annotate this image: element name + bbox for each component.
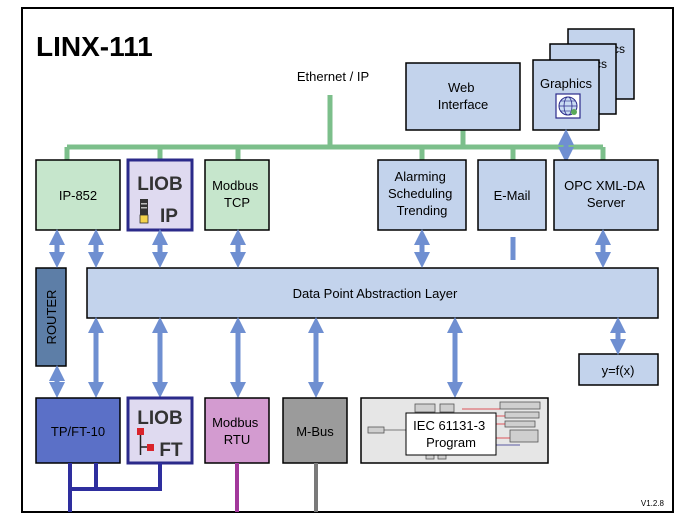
page-title: LINX-111 <box>36 31 153 62</box>
web-label-line2: Interface <box>438 97 489 112</box>
ethernet-bus <box>64 95 606 160</box>
modbus-tcp-label: Modbus TCP <box>212 178 262 210</box>
connection-arrows <box>48 228 627 399</box>
alarming-box <box>377 159 467 231</box>
tpft10-label: TP/FT-10 <box>51 424 105 439</box>
bottom-modules: TP/FT-10 LIOB FT Modbus RTU M-Bus <box>35 396 549 465</box>
ip852-box <box>35 159 121 231</box>
opc-server-label: OPC XML-DA Server <box>564 178 648 210</box>
opc-line2: Server <box>587 195 626 210</box>
modbus-tcp-line1: Modbus <box>212 178 259 193</box>
iec-label-box <box>405 412 497 456</box>
modbus-rtu-box <box>204 397 270 464</box>
formula-box <box>578 353 659 386</box>
mbus-label: M-Bus <box>296 424 334 439</box>
web-interface-box <box>405 62 521 131</box>
liob-ip-box <box>126 158 194 232</box>
liob-ft-suffix: FT <box>159 440 183 461</box>
modbus-tcp-line2: TCP <box>224 195 250 210</box>
abstraction-layer-label: Data Point Abstraction Layer <box>293 286 458 301</box>
alarming-line1: Alarming <box>395 169 446 184</box>
email-label: E-Mail <box>494 188 531 203</box>
liob-ip-brand: LIOB <box>137 174 182 195</box>
ip852-label: IP-852 <box>59 188 97 203</box>
tpft-bus <box>68 463 162 512</box>
globe-icon <box>555 93 581 119</box>
opc-line1: OPC XML-DA <box>564 178 645 193</box>
web-interface-label: Web Interface <box>438 80 489 112</box>
iec-line1: IEC 61131-3 <box>413 418 485 433</box>
alarming-line2: Scheduling <box>388 186 452 201</box>
liob-ft-brand: LIOB <box>137 408 182 429</box>
modbus-rtu-line1: Modbus <box>212 415 259 430</box>
formula-label: y=f(x) <box>602 363 635 378</box>
plug-icon <box>139 199 149 224</box>
modbus-tcp-box <box>204 159 270 231</box>
network-node-icon <box>137 428 154 455</box>
alarming-line3: Trending <box>397 203 448 218</box>
ethernet-label: Ethernet / IP <box>297 69 369 84</box>
router-label: ROUTER <box>44 290 59 345</box>
top-modules: IP-852 LIOB IP Modbus TCP Alarming Sched… <box>35 158 659 232</box>
graphics-card-front-label: Graphics <box>540 76 593 91</box>
tpft10-box <box>35 397 121 464</box>
iec-line2: Program <box>426 435 476 450</box>
version-label: V1.2.8 <box>641 499 665 508</box>
email-box <box>477 159 547 231</box>
field-bus-lines <box>68 463 318 512</box>
alarming-label: Alarming Scheduling Trending <box>388 169 456 218</box>
modbus-rtu-label: Modbus RTU <box>212 415 262 447</box>
graphics-stack: Graphics Graphics Graphics <box>532 28 635 131</box>
iec-label: IEC 61131-3 Program <box>413 418 489 450</box>
opc-server-box <box>553 159 659 231</box>
web-label-line1: Web <box>448 80 475 95</box>
modbus-rtu-line2: RTU <box>224 432 250 447</box>
abstraction-layer-box <box>86 267 659 319</box>
liob-ip-suffix: IP <box>160 206 178 227</box>
